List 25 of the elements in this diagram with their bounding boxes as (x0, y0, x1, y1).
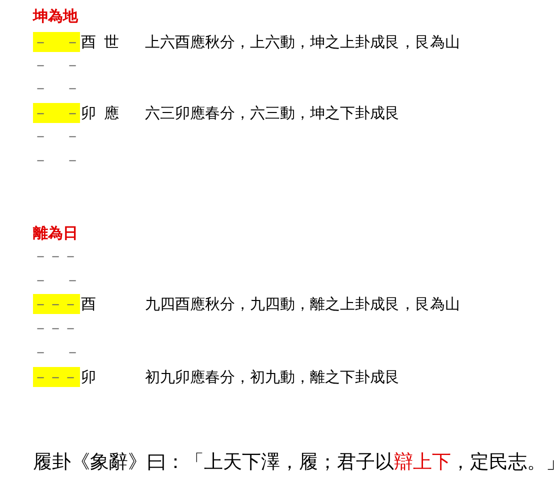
text: 世 (104, 32, 119, 52)
text: 應 (104, 103, 119, 123)
heading-text: 坤為地 (33, 6, 78, 26)
text: 九四酉應秋分，九四動，離之上卦成艮，艮為山 (145, 294, 460, 314)
text: 酉 (81, 32, 96, 52)
text: 卯 (81, 103, 96, 123)
text: 酉 (81, 294, 96, 314)
text: 初九卯應春分，初九動，離之下卦成艮 (145, 367, 400, 387)
line-mark: － － (33, 270, 80, 290)
line-mark: － － (33, 126, 80, 146)
line-mark: －－－ (33, 318, 79, 338)
highlighted-line-mark: －－－ (33, 294, 80, 314)
quotation-text: 履卦《象辭》曰：「上天下澤，履；君子以辯上下，定民志。」 (33, 450, 554, 474)
line-mark: － － (33, 342, 80, 362)
highlighted-line-mark: － － (33, 32, 80, 52)
text: 上六酉應秋分，上六動，坤之上卦成艮，艮為山 (145, 32, 460, 52)
highlighted-line-mark: － － (33, 103, 80, 123)
line-mark: － － (33, 55, 80, 75)
text: 六三卯應春分，六三動，坤之下卦成艮 (145, 103, 400, 123)
line-mark: －－－ (33, 246, 79, 266)
highlighted-line-mark: －－－ (33, 367, 80, 387)
line-mark: － － (33, 150, 80, 170)
text: 卯 (81, 367, 96, 387)
heading-text: 離為日 (33, 223, 78, 243)
line-mark: － － (33, 78, 80, 98)
